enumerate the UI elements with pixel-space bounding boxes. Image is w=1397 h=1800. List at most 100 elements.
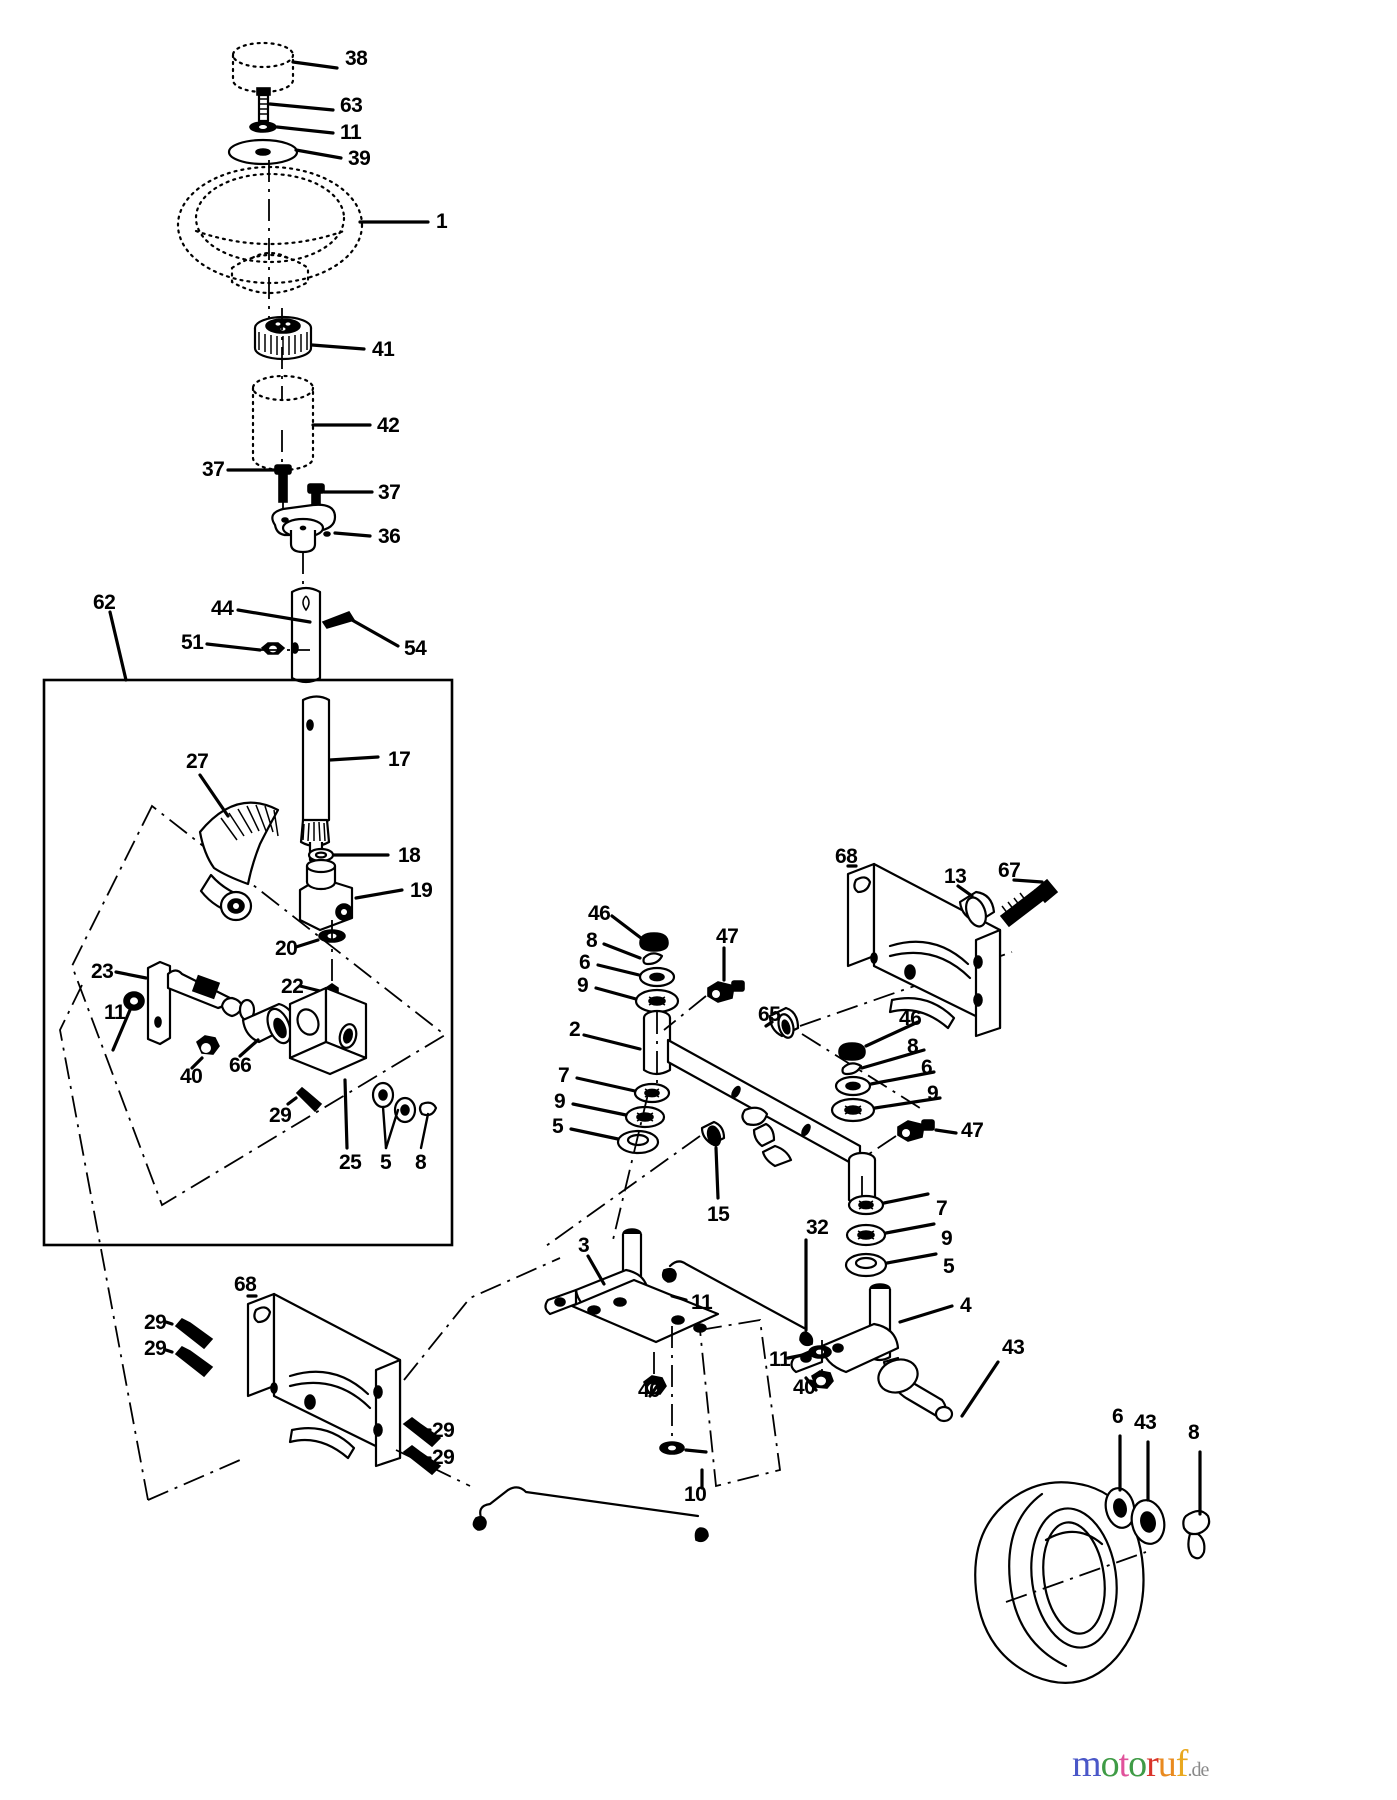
callout-47-b: 47 xyxy=(961,1119,984,1142)
callout-42: 42 xyxy=(377,414,400,437)
callout-7-a: 7 xyxy=(558,1064,570,1087)
callout-43-b: 43 xyxy=(1134,1411,1157,1434)
part-27-sector-gear xyxy=(198,801,280,922)
wm-letter-f: f xyxy=(1175,1743,1189,1785)
part-25-bracket xyxy=(288,986,368,1076)
part-7-washer-right xyxy=(847,1194,885,1216)
callout-2: 2 xyxy=(569,1018,581,1041)
group-62-box xyxy=(42,678,454,1247)
callout-7-b: 7 xyxy=(936,1197,948,1220)
callout-5-c: 5 xyxy=(943,1255,955,1278)
callout-10: 10 xyxy=(684,1483,707,1506)
part-68-bracket-lower xyxy=(246,1292,402,1468)
part-11-lockwasher-b xyxy=(123,991,145,1011)
part-9-washer-left-lower xyxy=(624,1105,666,1129)
callout-9-d: 9 xyxy=(941,1227,953,1250)
callout-9-a: 9 xyxy=(577,974,589,997)
part-67-bolt xyxy=(999,878,1059,928)
callout-3: 3 xyxy=(578,1234,590,1257)
callout-43-a: 43 xyxy=(1002,1336,1025,1359)
part-63-bolt xyxy=(256,87,271,123)
callout-5-a: 5 xyxy=(380,1151,392,1174)
part-37-screw-left xyxy=(274,464,292,503)
part-5-bearing-left xyxy=(616,1129,660,1155)
part-17-steering-shaft xyxy=(299,695,331,864)
part-46-cap-left xyxy=(639,932,669,952)
part-8-cotter-ring xyxy=(1182,1509,1211,1560)
group-62-projection xyxy=(71,804,447,1207)
callout-11-b: 11 xyxy=(104,1001,126,1024)
callout-8-b: 8 xyxy=(586,929,598,952)
callout-29-e: 29 xyxy=(432,1446,455,1469)
callout-20: 20 xyxy=(275,937,298,960)
wm-letter-m: m xyxy=(1072,1743,1102,1785)
callout-23: 23 xyxy=(91,960,114,983)
callout-6-a: 6 xyxy=(579,951,591,974)
part-38-cap xyxy=(231,41,295,94)
part-47-fitting-left xyxy=(707,980,745,1003)
part-10-tie-rod xyxy=(472,1486,709,1543)
part-15-bushing xyxy=(700,1120,726,1147)
part-1-steering-wheel xyxy=(176,165,364,295)
part-19-pinion-housing xyxy=(298,858,354,932)
callout-62: 62 xyxy=(93,591,116,614)
callout-37-a: 37 xyxy=(202,458,225,481)
callout-8-c: 8 xyxy=(907,1035,919,1058)
callout-9-b: 9 xyxy=(927,1082,939,1105)
callout-18: 18 xyxy=(398,844,421,867)
part-6-hub-washer xyxy=(1104,1487,1136,1529)
part-32-drag-link xyxy=(661,1260,814,1347)
callout-40-c: 40 xyxy=(793,1376,816,1399)
callout-37-b: 37 xyxy=(378,481,401,504)
part-23-shaft-bracket xyxy=(146,960,256,1046)
part-3-spindle-left xyxy=(544,1228,720,1344)
callout-36: 36 xyxy=(378,525,401,548)
callout-22: 22 xyxy=(281,975,304,998)
part-6-washer-right xyxy=(834,1075,872,1097)
callout-63: 63 xyxy=(340,94,363,117)
part-44-column-extension xyxy=(290,586,322,684)
callout-6-b: 6 xyxy=(921,1056,933,1079)
callout-32: 32 xyxy=(806,1216,829,1239)
part-36-flange-bearing xyxy=(271,503,337,554)
callout-13: 13 xyxy=(944,865,967,888)
callout-54: 54 xyxy=(404,637,427,660)
part-46-cap-right xyxy=(838,1042,866,1061)
callout-5-b: 5 xyxy=(552,1115,564,1138)
callout-67: 67 xyxy=(998,859,1021,882)
callout-38: 38 xyxy=(345,47,368,70)
callout-46-b: 46 xyxy=(899,1007,922,1030)
part-39-washer xyxy=(227,138,299,166)
part-4-spindle-right xyxy=(790,1283,954,1423)
callout-11-d: 11 xyxy=(769,1348,791,1371)
wm-letter-o1: o xyxy=(1100,1743,1120,1785)
part-8-ring-right xyxy=(841,1062,863,1076)
callout-41: 41 xyxy=(372,338,395,361)
part-66-bushing xyxy=(241,1002,297,1045)
part-29-screws-left xyxy=(174,1318,214,1378)
callout-6-c: 6 xyxy=(1112,1405,1124,1428)
callout-8-a: 8 xyxy=(415,1151,427,1174)
callout-9-c: 9 xyxy=(554,1090,566,1113)
callout-39: 39 xyxy=(348,147,371,170)
part-8-ring xyxy=(418,1101,438,1117)
callout-25: 25 xyxy=(339,1151,362,1174)
callout-29-c: 29 xyxy=(144,1337,167,1360)
part-11-lock-washer xyxy=(249,121,277,133)
callout-40-b: 40 xyxy=(638,1379,661,1402)
part-65-bushing xyxy=(768,1006,800,1039)
callout-51: 51 xyxy=(181,631,204,654)
part-40-locknut-right xyxy=(811,1370,834,1389)
part-6-washer-left xyxy=(638,966,676,988)
callout-19: 19 xyxy=(410,879,433,902)
part-40-locknut-a xyxy=(196,1035,220,1055)
part-13-spacer xyxy=(958,890,996,928)
part-5-bearing-right xyxy=(844,1252,888,1278)
callout-27: 27 xyxy=(186,750,209,773)
part-8-ring-left xyxy=(642,952,664,966)
wm-letter-t: t xyxy=(1118,1743,1130,1785)
callout-29-a: 29 xyxy=(269,1104,292,1127)
wm-letter-o2: o xyxy=(1128,1743,1147,1785)
